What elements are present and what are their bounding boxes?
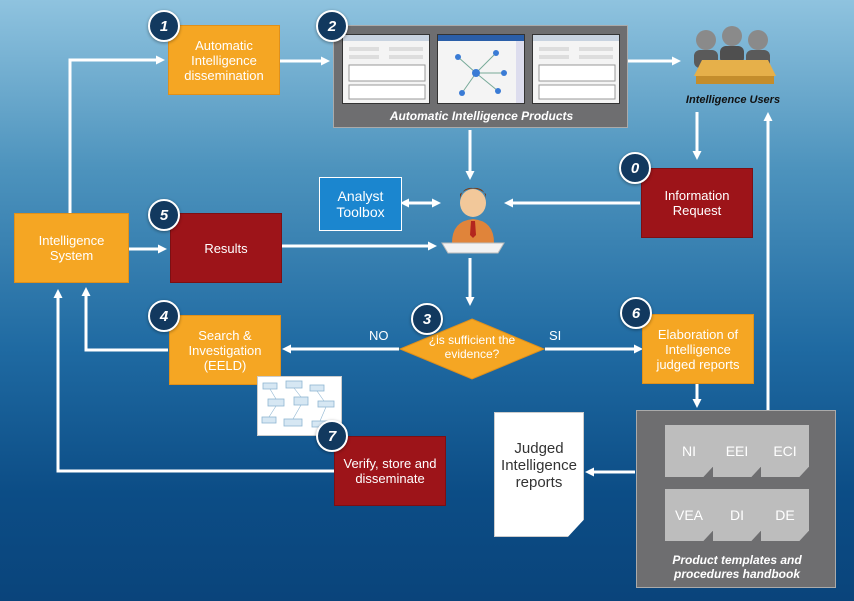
template-ni: NI	[665, 425, 713, 477]
intelligence-users-icon	[694, 26, 776, 84]
elaboration-reports-box: Elaboration of Intelligence judged repor…	[642, 314, 754, 384]
template-de: DE	[761, 489, 809, 541]
auto-dissemination-label: Automatic Intelligence dissemination	[184, 37, 264, 83]
elaboration-reports-label: Elaboration of Intelligence judged repor…	[656, 326, 740, 372]
product-templates-caption: Product templates and procedures handboo…	[672, 553, 802, 581]
analyst-toolbox-box: Analyst Toolbox	[319, 177, 402, 231]
information-request-label: Information Request	[664, 188, 730, 218]
results-label: Results	[204, 240, 248, 256]
decision-si-label: SI	[549, 328, 562, 343]
product-screenshot-2	[437, 34, 525, 104]
results-box: Results	[170, 213, 282, 283]
verify-store-label: Verify, store and disseminate	[343, 456, 437, 486]
product-screenshot-3	[532, 34, 620, 104]
evidence-decision-diamond	[398, 318, 546, 380]
template-eei: EEI	[713, 425, 761, 477]
analyst-toolbox-label: Analyst Toolbox	[336, 188, 385, 220]
product-templates-panel: NI EEI ECI VEA DI DE Product templates a…	[636, 410, 836, 588]
verify-store-box: Verify, store and disseminate	[334, 436, 446, 506]
intelligence-users-label: Intelligence Users	[685, 94, 781, 106]
step-badge-1: 1	[148, 10, 180, 42]
auto-products-caption: Automatic Intelligence Products	[389, 109, 574, 123]
step-badge-6: 6	[620, 297, 652, 329]
search-investigation-box: Search & Investigation (EELD)	[169, 315, 281, 385]
search-investigation-label: Search & Investigation (EELD)	[188, 327, 262, 373]
information-request-box: Information Request	[641, 168, 753, 238]
form-thumbnail-1	[343, 35, 429, 100]
step-badge-3: 3	[411, 303, 443, 335]
step-badge-5: 5	[148, 199, 180, 231]
template-di: DI	[713, 489, 761, 541]
analyst-icon	[441, 187, 505, 254]
step-badge-4: 4	[148, 300, 180, 332]
intelligence-system-label: Intelligence System	[38, 233, 105, 263]
step-badge-7: 7	[316, 420, 348, 452]
step-badge-0: 0	[619, 152, 651, 184]
intelligence-system-box: Intelligence System	[14, 213, 129, 283]
product-screenshot-1	[342, 34, 430, 104]
step-badge-2: 2	[316, 10, 348, 42]
auto-products-panel: Automatic Intelligence Products	[333, 25, 628, 128]
evidence-decision-label: ¿is sufficient the evidence?	[428, 333, 516, 361]
decision-no-label: NO	[369, 328, 389, 343]
judged-reports-label: Judged Intelligence reports	[501, 440, 577, 491]
template-vea: VEA	[665, 489, 713, 541]
judged-reports-document: Judged Intelligence reports	[494, 412, 584, 537]
network-graph-thumbnail	[438, 35, 524, 103]
template-eci: ECI	[761, 425, 809, 477]
form-thumbnail-3	[533, 35, 619, 100]
auto-dissemination-box: Automatic Intelligence dissemination	[168, 25, 280, 95]
